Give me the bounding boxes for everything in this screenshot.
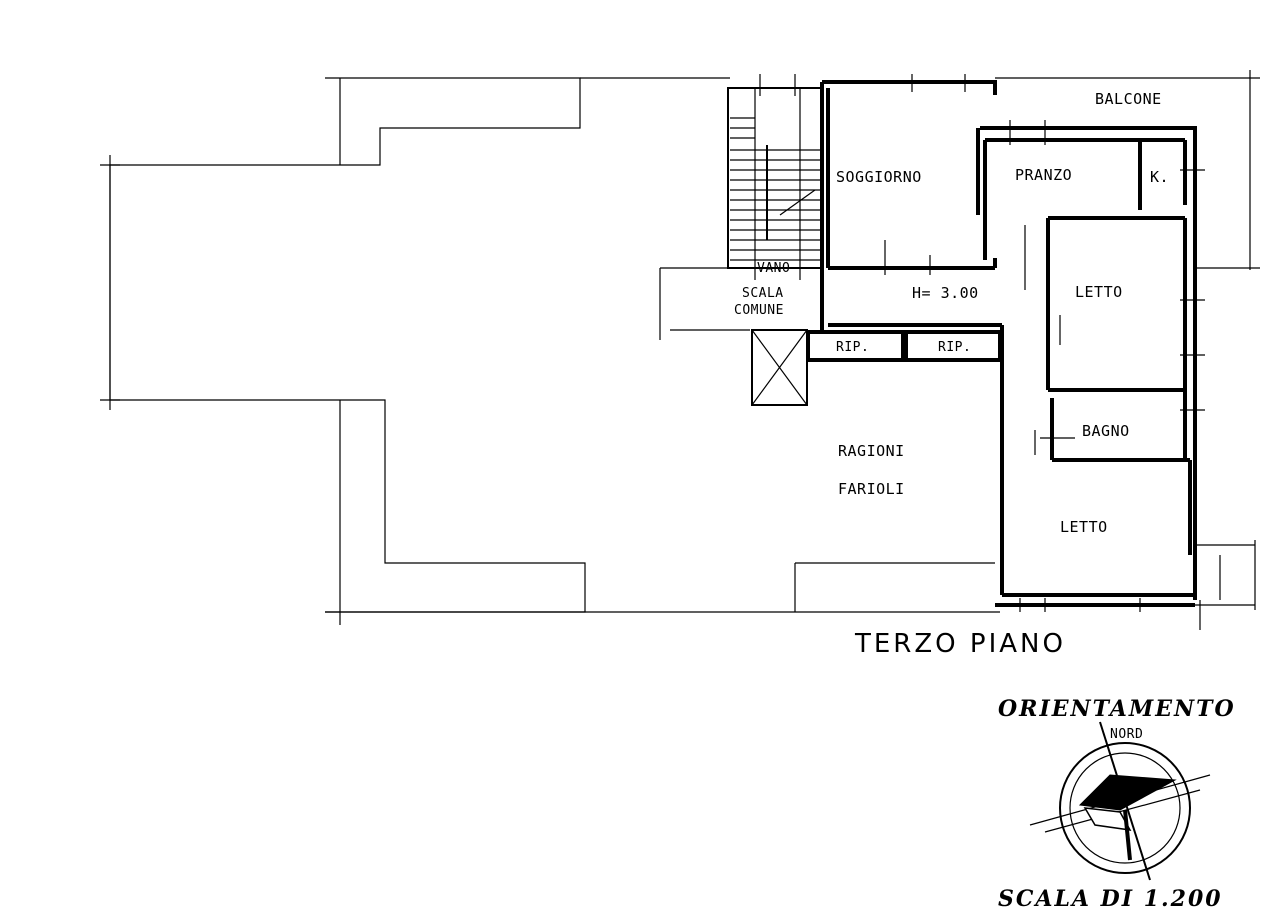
pranzo-label: PRANZO xyxy=(1015,166,1072,184)
orientation-heading: ORIENTAMENTO xyxy=(998,696,1236,722)
stair-treads xyxy=(730,117,820,261)
floor-title: TERZO PIANO xyxy=(854,629,1066,659)
rip-1-label: RIP. xyxy=(836,340,869,355)
rip-2-label: RIP. xyxy=(938,340,971,355)
scala-label: SCALA xyxy=(742,286,784,301)
ragioni-label: RAGIONI xyxy=(838,442,905,460)
soggiorno-label: SOGGIORNO xyxy=(836,168,922,186)
balcone-label: BALCONE xyxy=(1095,90,1162,108)
ceiling-height-label: H= 3.00 xyxy=(912,284,979,302)
vano-label: VANO xyxy=(757,261,790,276)
bagno-label: BAGNO xyxy=(1082,422,1130,440)
letto-2-label: LETTO xyxy=(1060,518,1108,536)
comune-label: COMUNE xyxy=(734,303,784,318)
apartment-walls xyxy=(806,80,1197,607)
letto-1-label: LETTO xyxy=(1075,283,1123,301)
farioli-label: FARIOLI xyxy=(838,480,905,498)
neighbour-outline xyxy=(100,70,1260,630)
stairwell xyxy=(727,87,824,280)
opening-ticks xyxy=(759,74,1221,612)
north-label: NORD xyxy=(1110,727,1143,742)
scale-label: SCALA DI 1.200 xyxy=(998,886,1223,912)
compass-icon xyxy=(1029,721,1211,881)
cucina-label: K. xyxy=(1150,168,1169,186)
lift-shaft xyxy=(751,329,808,406)
